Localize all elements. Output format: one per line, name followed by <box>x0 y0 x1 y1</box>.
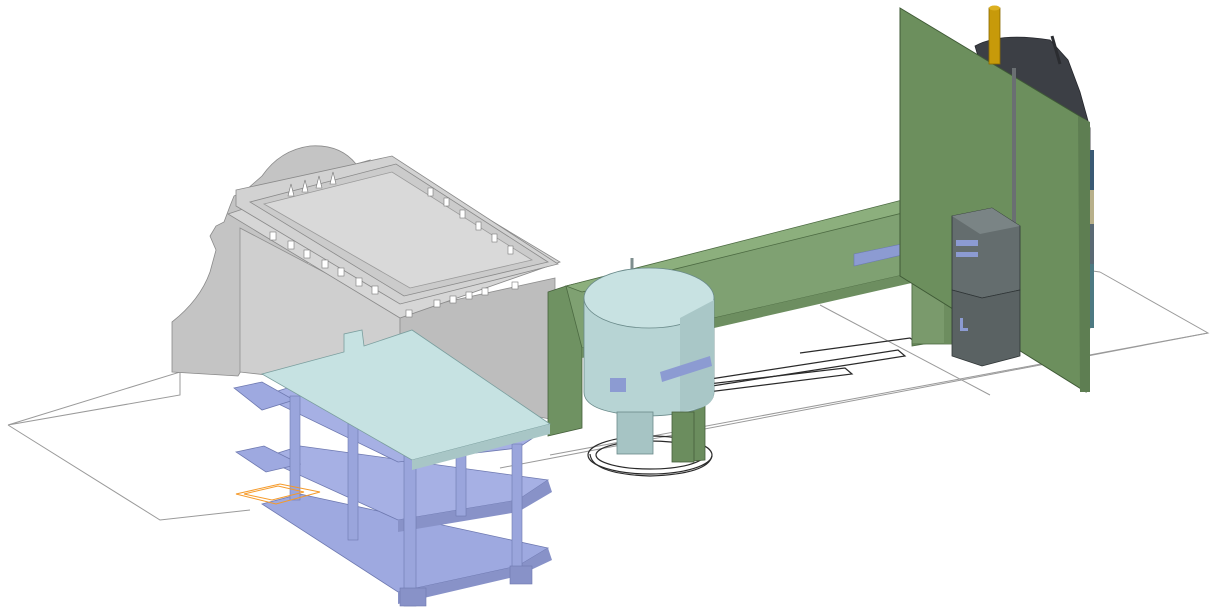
cyan-roof-slab <box>260 329 551 470</box>
dark-cabinet <box>951 207 1021 367</box>
cylinder-tank <box>583 258 715 463</box>
grey-block <box>171 145 561 421</box>
ground-outline <box>7 269 1210 521</box>
yellow-pipe <box>988 5 1001 65</box>
green-end-panel <box>547 285 583 437</box>
orange-marker <box>235 483 321 505</box>
green-wall <box>899 7 1090 393</box>
